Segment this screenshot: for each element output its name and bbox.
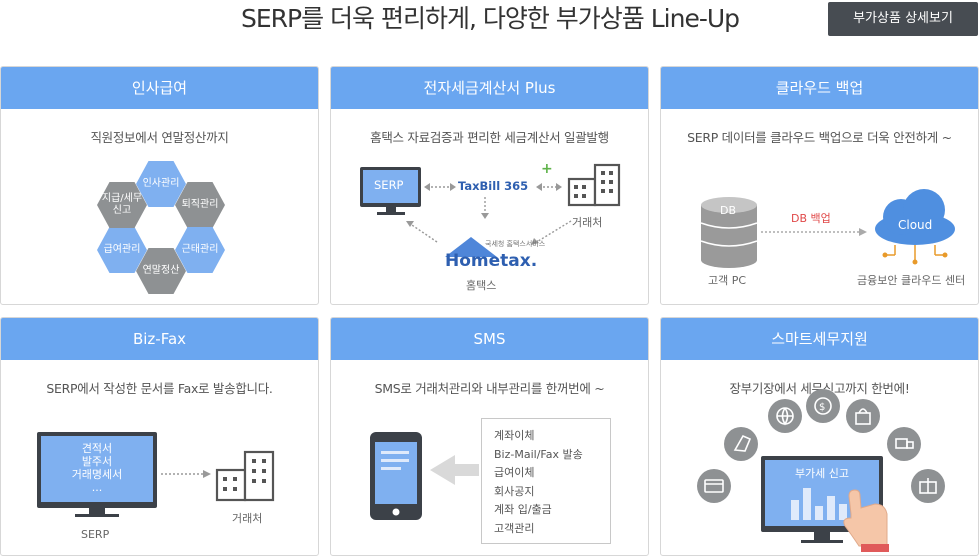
list-item: 회사공지 <box>494 484 535 498</box>
card-description: 장부기장에서 세무신고까지 한번에! <box>729 381 910 396</box>
card-smart-tax[interactable]: 스마트세무지원 장부기장에서 세무신고까지 한번에! $ <box>660 317 979 556</box>
hometax-label: 홈택스 <box>466 279 497 292</box>
partner-label: 거래처 <box>232 512 263 525</box>
card-description: 홈택스 자료검증과 편리한 세금계산서 일괄발행 <box>370 130 609 145</box>
card-title: 인사급여 <box>1 67 318 109</box>
card-title: 스마트세무지원 <box>661 318 978 360</box>
list-item: Biz-Mail/Fax 발송 <box>494 447 583 461</box>
client-pc-label: 고객 PC <box>708 274 747 287</box>
page-title: SERP를 더욱 편리하게, 다양한 부가상품 Line-Up <box>240 4 740 33</box>
smart-tax-diagram: $ <box>697 389 945 552</box>
card-description: SMS로 거래처관리와 내부관리를 한꺼번에 ~ <box>374 381 605 396</box>
coin-icon <box>806 389 840 423</box>
db-backup-label: DB 백업 <box>791 212 831 225</box>
card-description: 직원정보에서 연말정산까지 <box>90 130 229 145</box>
screen-title: 부가세 신고 <box>794 467 850 480</box>
list-item: 고객관리 <box>494 521 535 535</box>
hand-pointer-icon <box>843 489 889 552</box>
svg-text:$: $ <box>819 402 825 413</box>
serp-label: SERP <box>81 528 110 541</box>
fax-doc-item: 거래명세서 <box>71 468 123 481</box>
fax-doc-item: ... <box>91 481 103 494</box>
list-item: 계좌이체 <box>494 429 535 442</box>
shopping-bag-icon <box>846 399 880 433</box>
card-biz-fax[interactable]: Biz-Fax SERP에서 작성한 문서를 Fax로 발송합니다. 견적서 발… <box>0 317 319 556</box>
card-title: Biz-Fax <box>1 318 318 360</box>
fax-doc-item: 견적서 <box>81 442 113 455</box>
building-icon <box>567 163 621 207</box>
arrow-left-icon <box>430 455 479 485</box>
taxbill-logo: TaxBill 365 <box>458 179 529 193</box>
card-tax-invoice[interactable]: 전자세금계산서 Plus 홈택스 자료검증과 편리한 세금계산서 일괄발행 <box>330 66 649 305</box>
hometax-logo-icon <box>445 237 497 257</box>
building-icon <box>215 450 275 502</box>
list-item: 계좌 입/출금 <box>494 503 552 516</box>
hometax-logo: Hometax. <box>445 251 538 271</box>
card-cloud-backup[interactable]: 클라우드 백업 SERP 데이터를 클라우드 백업으로 더욱 안전하게 ~ DB <box>660 66 979 305</box>
card-description: SERP 데이터를 클라우드 백업으로 더욱 안전하게 ~ <box>687 130 952 145</box>
fax-doc-item: 발주서 <box>81 455 113 468</box>
sms-diagram <box>370 432 479 520</box>
cloud-diagram <box>700 189 955 268</box>
serp-label: SERP <box>374 178 404 192</box>
list-item: 급여이체 <box>494 466 535 479</box>
card-hr[interactable]: 인사급여 직원정보에서 연말정산까지 인사관리 퇴직관리 근태관리 연말정산 급… <box>0 66 319 305</box>
db-label: DB <box>720 204 737 217</box>
card-sms[interactable]: SMS SMS로 거래처관리와 내부관리를 한꺼번에 ~ 계좌이체 Biz-Ma… <box>330 317 649 556</box>
fax-doc-list: 견적서 발주서 거래명세서 ... <box>41 442 153 494</box>
tax-diagram: + <box>360 161 621 257</box>
card-title: SMS <box>331 318 648 360</box>
sms-service-list: 계좌이체 Biz-Mail/Fax 발송 급여이체 회사공지 계좌 입/출금 고… <box>481 418 611 544</box>
cloud-center-label: 금융보안 클라우드 센터 <box>857 274 966 287</box>
svg-text:+: + <box>541 161 553 177</box>
fax-diagram <box>37 432 275 517</box>
truck-icon <box>887 427 921 461</box>
tag-icon <box>724 427 758 461</box>
cloud-icon <box>875 189 955 245</box>
card-description: SERP에서 작성한 문서를 Fax로 발송합니다. <box>46 381 273 396</box>
card-icon <box>697 469 731 503</box>
partner-label: 거래처 <box>572 216 603 229</box>
cloud-label: Cloud <box>898 218 933 232</box>
database-icon <box>700 197 758 268</box>
hometax-small-label: 국세청 홈택스서비스 <box>485 240 546 248</box>
card-title: 전자세금계산서 Plus <box>331 67 648 109</box>
detail-button[interactable]: 부가상품 상세보기 <box>828 2 978 36</box>
card-title: 클라우드 백업 <box>661 67 978 109</box>
